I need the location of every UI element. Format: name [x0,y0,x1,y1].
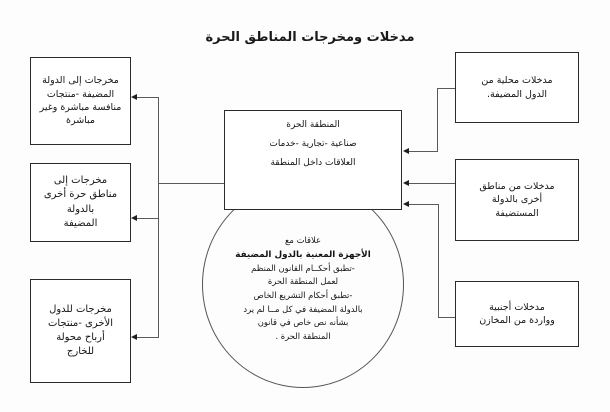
out-zones-line-0: مخرجات إلى [53,175,108,187]
circle-line-5: بالدولة المضيفة في كل مــا لم يرد [243,303,363,314]
arrowhead-out-host [131,94,137,100]
connector-to-out-zones [137,218,159,219]
circle-line-0: علاقات مع [284,235,322,245]
output-box-other-countries: مخرجات للدول الأخرى -منتجات أرباح محولة … [30,279,131,383]
circle-line-3: لعمل المنطقة الحرة [267,276,339,287]
out-host-line-0: مخرجات إلى الدولة [42,75,119,87]
arrowhead-in-zones [403,180,409,186]
circle-line-7: المنطقة الحرة . [275,330,331,341]
center-line-1: صناعية -تجارية -خدمات [269,138,357,149]
circle-line-1: الأجهزة المعنية بالدول المضيفة [235,249,371,260]
out-zones-line-1: مناطق حرة أخرى [43,189,118,201]
out-abroad-line-1: الأخرى -منتجات [47,317,114,329]
out-host-line-1: المضيفة -منتجات [46,88,115,100]
circle-line-2: -تطبق أحكــام القانون المنظم [251,262,355,273]
in-zones-line-1: أخرى بالدولة [491,194,543,206]
center-line-0: المنطقة الحرة [286,120,340,130]
connector-in-local-top [437,88,456,89]
out-host-line-2: منافسة مباشرة وغير [39,102,122,113]
connector-in-foreign-vertical [438,204,439,317]
in-zones-line-2: المستضيفة [495,207,539,219]
in-foreign-line-1: وواردة من المخازن [479,315,555,326]
out-host-line-3: مباشرة [65,115,96,127]
in-zones-line-0: مدخلات من مناطق [479,180,555,192]
connector-in-zones [409,183,456,184]
arrowhead-in-foreign [403,201,409,207]
input-box-other-zones: مدخلات من مناطق أخرى بالدولة المستضيفة [455,159,579,241]
connector-center-to-left-trunk [158,183,225,184]
arrowhead-out-abroad [131,334,137,340]
out-zones-line-3: المضيفة [63,217,98,229]
in-local-line-0: مدخلات محلية من [481,75,553,87]
input-box-foreign-warehouses: مدخلات أجنبية وواردة من المخازن [455,281,579,347]
connector-left-trunk [158,97,159,337]
in-foreign-line-0: مدخلات أجنبية [489,301,545,313]
output-box-host-country: مخرجات إلى الدولة المضيفة -منتجات منافسة… [30,57,131,145]
out-abroad-line-0: مخرجات للدول [49,303,112,315]
relationships-circle-text: علاقات مع الأجهزة المعنية بالدول المضيفة… [206,234,400,344]
circle-line-6: بشأنه نص خاص في قانون [257,317,349,328]
connector-in-local-vertical [437,88,438,151]
input-box-local-host: مدخلات محلية من الدول المضيفة. [455,52,579,123]
in-local-line-1: الدول المضيفة. [486,88,548,100]
connector-to-out-abroad [137,337,159,338]
out-zones-line-2: بالدولة [66,203,95,215]
center-line-2: العلاقات داخل المنطقة [270,157,356,168]
arrowhead-in-local [403,148,409,154]
circle-line-4: -تطبق أحكام التشريع الخاص [253,290,353,301]
diagram-title: مدخلات ومخرجات المناطق الحرة [205,30,415,45]
out-abroad-line-2: أرباح محولة [56,332,105,343]
connector-in-foreign-bottom [438,317,456,318]
arrowhead-out-zones [131,215,137,221]
output-box-other-free-zones: مخرجات إلى مناطق حرة أخرى بالدولة المضيف… [30,163,131,242]
connector-to-out-host [137,97,159,98]
out-abroad-line-3: للخارج [66,346,95,358]
connector-in-foreign-into-center [409,204,438,205]
connector-in-local-into-center [409,151,438,152]
free-zone-center-box: المنطقة الحرة صناعية -تجارية -خدمات العل… [224,110,402,210]
